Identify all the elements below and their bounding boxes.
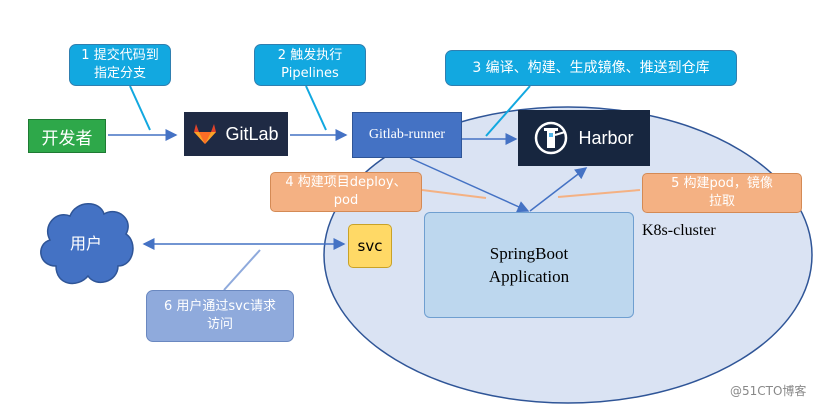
app-label: SpringBoot Application	[488, 244, 570, 286]
pointer-step4	[421, 189, 487, 199]
runner-label: Gitlab-runner	[368, 127, 446, 142]
svc-node: svc	[348, 224, 392, 268]
callout-step3: 3 编译、构建、生成镜像、推送到仓库	[445, 50, 737, 86]
runner-node: Gitlab-runner	[352, 112, 462, 158]
pointer-step5	[557, 189, 641, 198]
watermark: @51CTO博客	[730, 384, 807, 398]
arrow-app-to-harbor	[529, 167, 588, 212]
callout-step4: 4 构建项目deploy、pod	[270, 172, 422, 212]
harbor-lighthouse-icon	[535, 121, 568, 155]
callout-step5: 5 构建pod，镜像拉取	[642, 173, 802, 213]
callout-step2-text: 2 触发执行Pipelines	[277, 48, 343, 81]
cloud-shape-icon	[40, 203, 134, 285]
svc-label: svc	[357, 237, 383, 255]
springboot-app-node: SpringBoot Application	[424, 212, 634, 318]
user-label: 用户	[69, 234, 102, 253]
harbor-node: Harbor	[518, 110, 650, 166]
callout-step4-text: 4 构建项目deploy、pod	[285, 175, 407, 208]
callout-step1: 1 提交代码到指定分支	[69, 44, 171, 86]
callout-step2: 2 触发执行Pipelines	[254, 44, 366, 86]
developer-node: 开发者	[28, 119, 106, 153]
pointer-step3	[485, 85, 531, 137]
callout-step6-text: 6 用户通过svc请求访问	[163, 299, 277, 332]
developer-label: 开发者	[41, 128, 93, 149]
cluster-label: K8s-cluster	[642, 222, 716, 239]
arrow-runner-to-app	[409, 157, 530, 213]
gitlab-node: GitLab	[184, 112, 288, 156]
callout-step1-text: 1 提交代码到指定分支	[81, 48, 159, 81]
user-node: 用户	[34, 228, 138, 256]
gitlab-logo-icon	[194, 124, 217, 144]
pointer-step2	[305, 85, 327, 131]
callout-step3-text: 3 编译、构建、生成镜像、推送到仓库	[472, 60, 710, 76]
callout-step5-text: 5 构建pod，镜像拉取	[671, 176, 773, 209]
pointer-step6	[223, 249, 261, 291]
callout-step6: 6 用户通过svc请求访问	[146, 290, 294, 342]
gitlab-label: GitLab	[225, 123, 279, 144]
pointer-step1	[129, 85, 151, 131]
harbor-label: Harbor	[578, 127, 634, 148]
